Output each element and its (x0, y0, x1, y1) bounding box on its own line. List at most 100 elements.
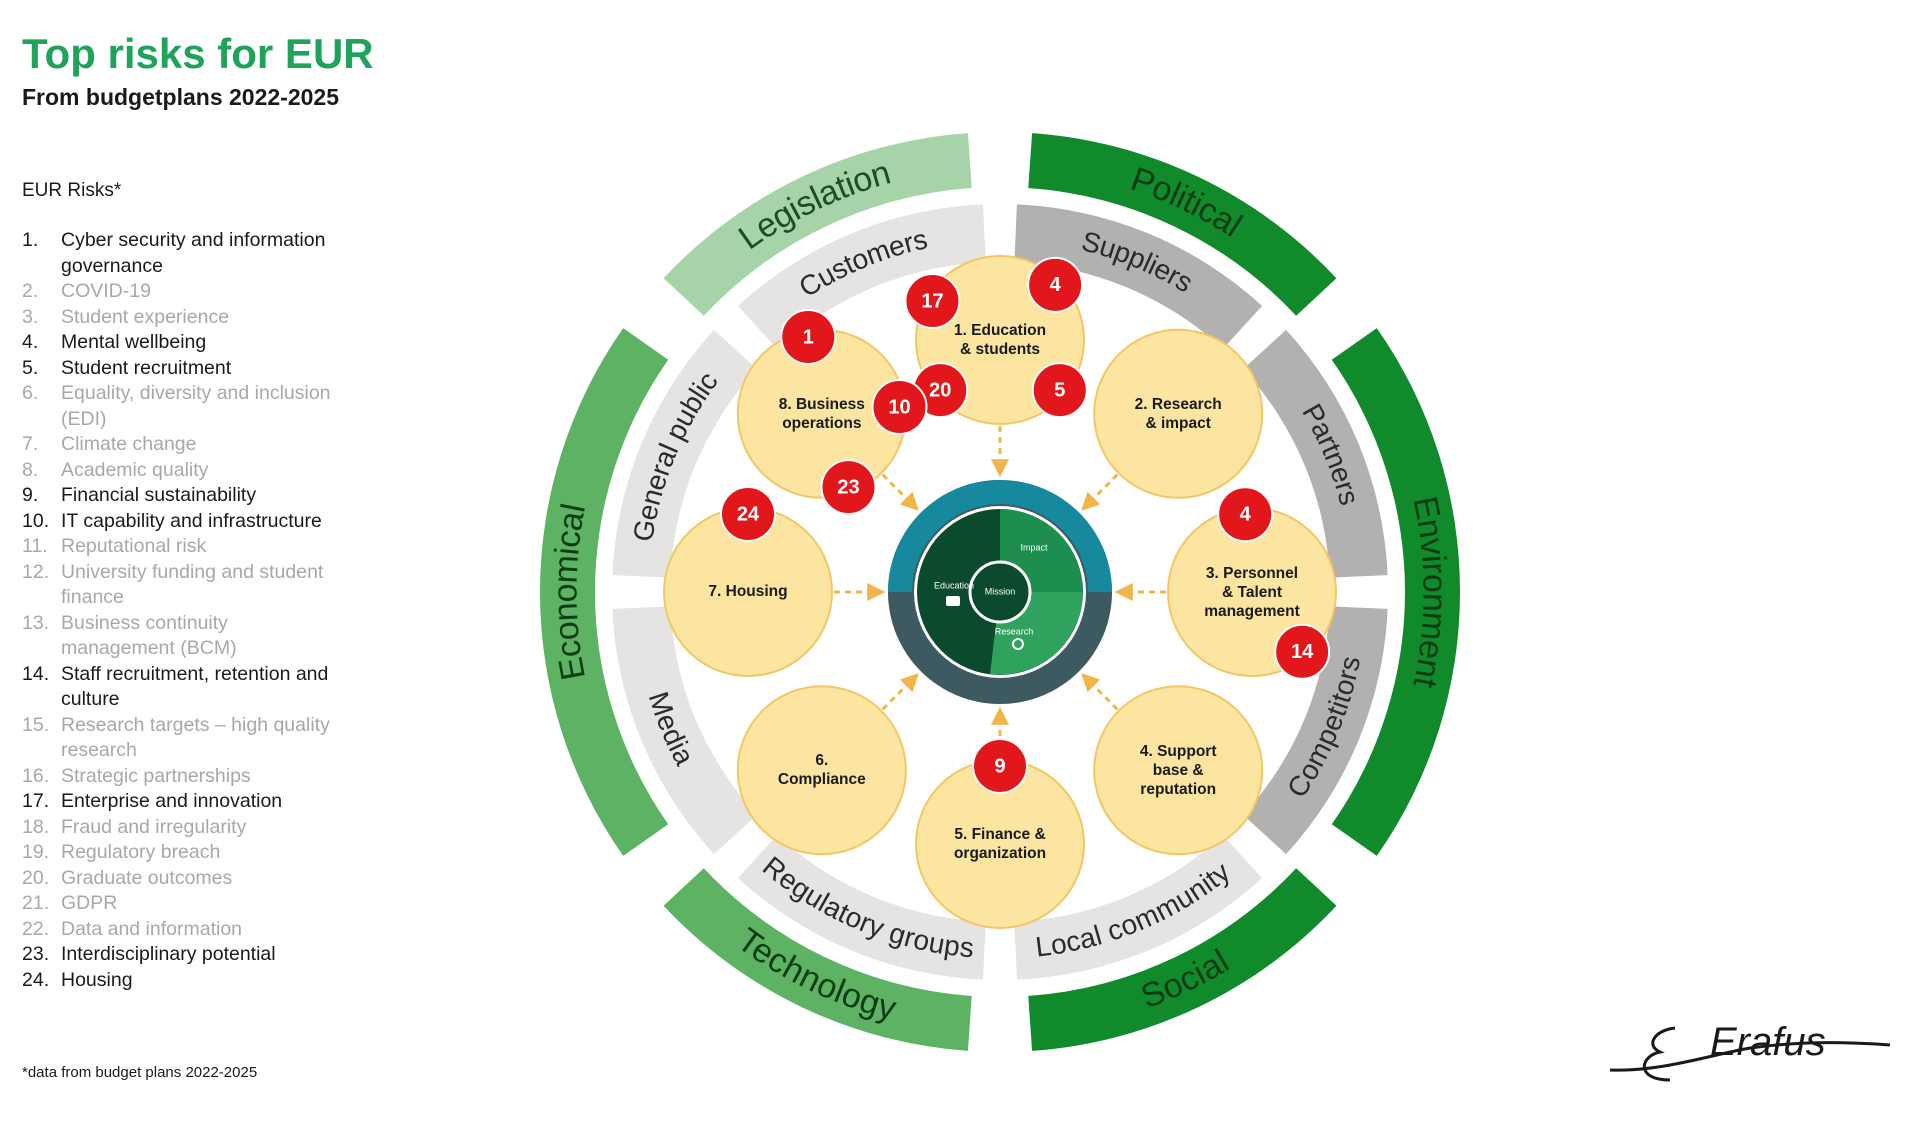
risk-list-item: 8.Academic quality (22, 458, 442, 484)
domain-arrow (881, 673, 919, 711)
risk-badge-number: 17 (921, 290, 943, 312)
risk-label: Data and information (61, 917, 243, 940)
domain-label: 5. Finance &organization (954, 826, 1046, 862)
risk-number: 9. (22, 484, 39, 506)
risk-badge (1217, 486, 1274, 543)
risk-list-item: 9.Financial sustainability (22, 483, 442, 509)
risk-list-item: 7. Climate change (22, 432, 442, 458)
core-top-band (888, 480, 1112, 592)
risk-label: Mental wellbeing (61, 331, 207, 353)
risk-badge (720, 486, 776, 542)
risk-badge-number: 4 (1240, 504, 1252, 526)
risk-badge (1274, 623, 1331, 680)
risk-label: Regulatory breach (61, 841, 221, 863)
risk-list-item: 17. Enterprise and innovation (22, 789, 442, 815)
risk-list-item: 21.GDPR (22, 891, 442, 917)
risk-number: 24. (22, 968, 50, 991)
risk-label: Interdisciplinary potential (61, 943, 276, 965)
core-label-impact: Impact (1020, 542, 1048, 552)
stakeholder-segment (1014, 835, 1263, 980)
stakeholder-segment (737, 835, 986, 980)
page-subtitle: From budgetplans 2022-2025 (22, 84, 339, 110)
risk-number: 23. (22, 943, 50, 965)
risk-number: 12. (22, 560, 50, 583)
domain-arrows (834, 426, 1166, 758)
risk-list-item: 10.IT capability and infrastructure (22, 509, 442, 535)
risk-list-item: 23. Interdisciplinary potential (22, 942, 442, 968)
risk-label: Enterprise and innovation (61, 790, 283, 812)
risk-number: 14. (22, 662, 50, 685)
risk-list-item: 1.Cyber security and information governa… (22, 228, 442, 279)
risk-list-item: 19. Regulatory breach (22, 840, 442, 866)
risk-label: IT capability and infrastructure (61, 509, 322, 532)
risk-label: Student experience (61, 305, 230, 328)
risk-list-item: 4. Mental wellbeing (22, 330, 442, 356)
risk-label: Academic quality (61, 458, 209, 481)
risk-badge-number: 10 (888, 396, 910, 418)
logo-lettering: Erafus (1710, 1020, 1826, 1064)
risk-list-item: 16.Strategic partnerships (22, 764, 442, 790)
risk-label: Climate change (61, 433, 197, 455)
domain-circle (1093, 328, 1264, 499)
risk-badge (1031, 362, 1088, 419)
risk-list-item: 20.Graduate outcomes (22, 866, 442, 892)
domain-label: 7. Housing (708, 583, 787, 600)
risk-label: Research targets – high quality research (61, 713, 330, 762)
risk-list-item: 11.Reputational risk (22, 534, 442, 560)
risk-badge (780, 308, 837, 365)
outer-ring-segment (1331, 328, 1460, 856)
stakeholder-segment (1243, 329, 1388, 578)
domain-label: 2. Research& impact (1135, 396, 1222, 432)
risk-number: 13. (22, 611, 50, 634)
risk-badge-number: 23 (837, 476, 859, 498)
risk-badge (871, 379, 928, 436)
people-icon (946, 596, 960, 606)
stakeholder-segment (1243, 606, 1388, 855)
risk-badge-number: 5 (1054, 379, 1065, 401)
risk-number: 21. (22, 892, 50, 914)
risk-badge-number: 24 (737, 503, 760, 525)
risk-label: Equality, diversity and inclusion (EDI) (61, 382, 331, 430)
risk-number: 17. (22, 790, 50, 812)
outer-ring-segment (663, 133, 972, 316)
risk-number: 7. (22, 433, 39, 455)
core-label-education: Education (934, 580, 974, 590)
risk-list-heading: EUR Risks* (22, 180, 122, 201)
risk-list-item: 24. Housing (22, 968, 442, 994)
risk-number: 11. (22, 535, 48, 557)
page-title: Top risks for EUR (22, 30, 374, 77)
risk-label: Housing (61, 968, 133, 991)
risk-badge-number: 14 (1291, 641, 1314, 663)
risk-number: 5. (22, 356, 39, 379)
risk-list-item: 6.Equality, diversity and inclusion (EDI… (22, 381, 442, 432)
risk-list-item: 15.Research targets – high quality resea… (22, 713, 442, 764)
risk-list-item: 2.COVID-19 (22, 279, 442, 305)
risk-label: Business continuity management (BCM) (61, 611, 237, 660)
risk-list-item: 13. Business continuity management (BCM) (22, 611, 442, 662)
risk-number: 20. (22, 866, 50, 889)
risk-badge-number: 20 (929, 379, 951, 401)
risk-label: University funding and student finance (61, 560, 324, 609)
risk-number: 19. (22, 841, 50, 863)
risk-number: 18. (22, 815, 50, 838)
risk-number: 1. (22, 229, 39, 251)
risk-number: 16. (22, 764, 50, 787)
domain-label: 6.Compliance (778, 752, 866, 788)
stakeholder-segment (612, 606, 757, 855)
outer-ring-segment (1028, 133, 1337, 316)
domain-circle (1093, 685, 1264, 856)
risk-label: Student recruitment (61, 356, 232, 379)
risk-list-item: 22. Data and information (22, 917, 442, 943)
outer-ring-segment (1028, 868, 1337, 1051)
risk-badge (972, 738, 1028, 794)
risk-badge-number: 9 (994, 755, 1005, 777)
risk-list-item: 12. University funding and student financ… (22, 560, 442, 611)
search-icon (1012, 638, 1024, 650)
risk-number: 22. (22, 917, 50, 940)
risk-list-item: 5. Student recruitment (22, 356, 442, 382)
risk-number: 4. (22, 331, 39, 353)
